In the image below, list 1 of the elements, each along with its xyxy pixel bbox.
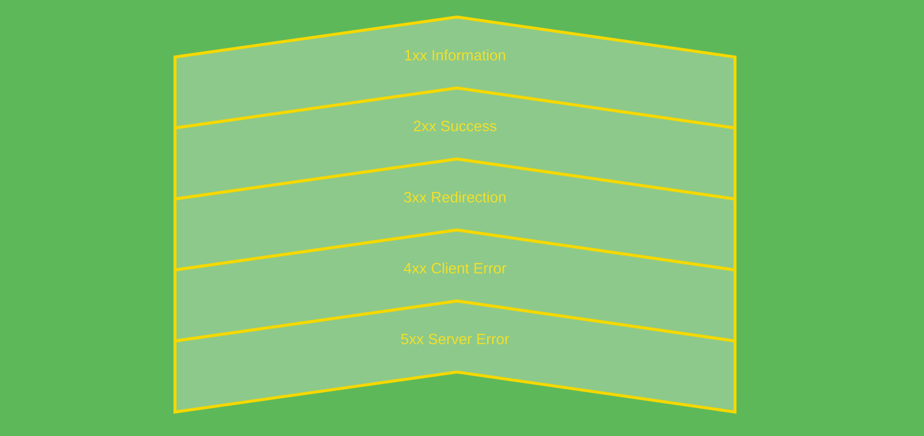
chevron-band: 5xx Server Error bbox=[174, 299, 736, 414]
